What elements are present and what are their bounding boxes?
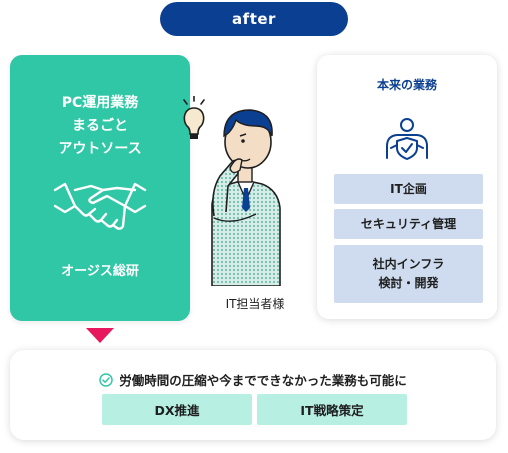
handshake-icon — [53, 182, 147, 230]
tag-dx: DX推進 — [102, 394, 252, 425]
result-line: 労働時間の圧縮や今までできなかった業務も可能に — [10, 370, 496, 389]
company-name: オージス総研 — [61, 264, 139, 279]
result-card: 労働時間の圧縮や今までできなかった業務も可能に DX推進 IT戦略策定 — [10, 350, 496, 440]
task-it-planning: IT企画 — [334, 174, 483, 204]
outsourcing-title-line: PC運用業務 — [61, 95, 139, 111]
outsourcing-title-line: アウトソース — [58, 141, 142, 157]
thinking-person-icon — [183, 96, 281, 286]
outsourcing-title-line: まるごと — [72, 118, 128, 134]
check-circle-icon — [99, 372, 113, 387]
task-security-management: セキュリティ管理 — [334, 209, 483, 239]
it-staff-label: IT担当者様 — [225, 297, 285, 311]
core-work-title: 本来の業務 — [376, 78, 437, 92]
result-text: 労働時間の圧縮や今までできなかった業務も可能に — [119, 373, 407, 388]
person-with-shield-icon — [386, 118, 428, 160]
core-work-card: 本来の業務 IT企画 セキュリティ管理 社内インフラ 検討・開発 — [317, 55, 497, 319]
task-infrastructure: 社内インフラ 検討・開発 — [334, 245, 483, 303]
lightbulb-icon — [183, 96, 205, 139]
down-arrow-icon — [86, 328, 114, 343]
after-badge: after — [160, 2, 348, 36]
outsourcing-card: PC運用業務 まるごと アウトソース オージス総研 — [10, 55, 190, 321]
outsourcing-title: PC運用業務 まるごと アウトソース — [10, 92, 190, 161]
tag-it-strategy: IT戦略策定 — [257, 394, 407, 425]
